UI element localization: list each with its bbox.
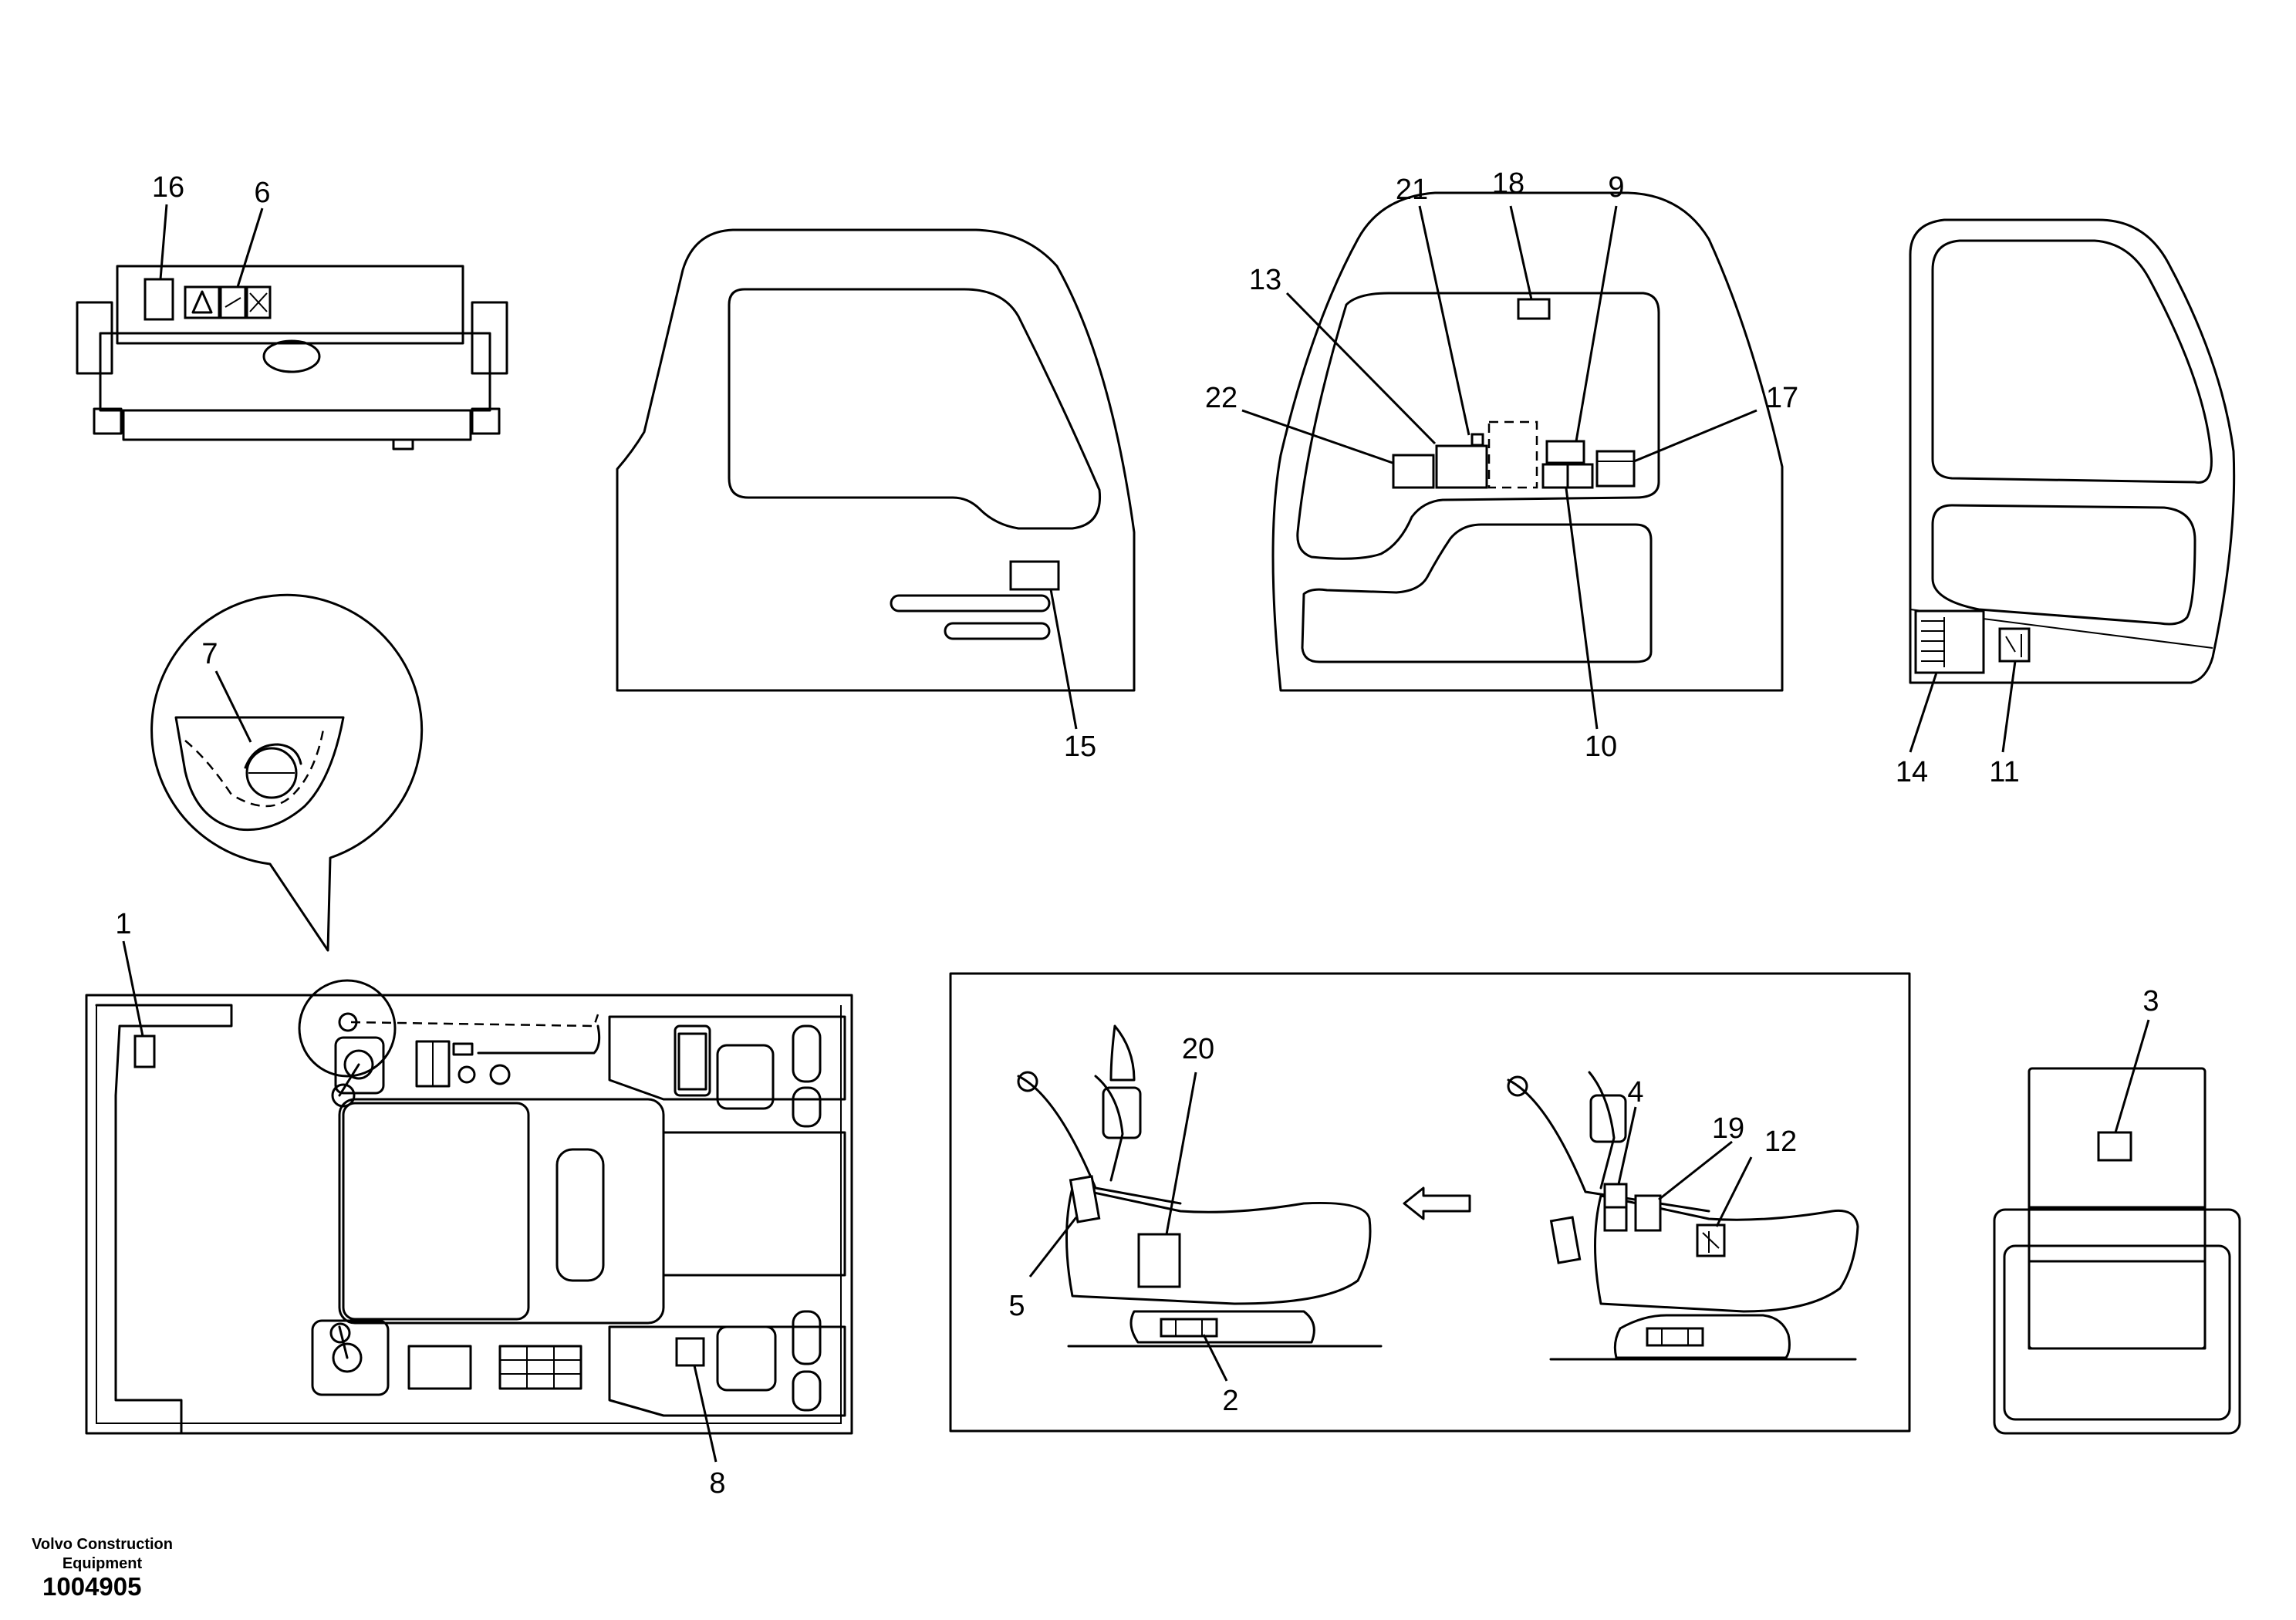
leader-lines [122, 204, 2150, 1463]
decal-20-box [1137, 1233, 1181, 1288]
callout-16: 16 [152, 171, 184, 204]
company-name: Volvo Construction Equipment [15, 1535, 189, 1574]
callout-12: 12 [1764, 1126, 1797, 1158]
decal-16-box [144, 278, 174, 321]
callout-14: 14 [1896, 756, 1928, 788]
callout-20: 20 [1182, 1033, 1214, 1065]
decal-8-box [675, 1337, 705, 1367]
callout-4: 4 [1627, 1076, 1643, 1109]
callout-22: 22 [1205, 382, 1237, 414]
callout-3: 3 [2142, 985, 2159, 1018]
callout-17: 17 [1766, 382, 1798, 414]
callout-10: 10 [1585, 731, 1617, 763]
decal-2-box [1160, 1318, 1218, 1338]
callout-5: 5 [1008, 1290, 1025, 1322]
decal-13-box [1435, 444, 1488, 489]
decal-10-box-b [1566, 463, 1594, 489]
callout-19: 19 [1712, 1112, 1744, 1145]
company-line-1: Volvo Construction [32, 1536, 173, 1553]
decal-15-box [1009, 560, 1060, 591]
callout-labels: 16 6 7 1 8 15 21 18 9 13 22 17 10 14 11 … [115, 167, 2159, 1500]
decal-seat-base-box [1646, 1327, 1704, 1347]
decal-4-box-b [1603, 1206, 1628, 1232]
cab-floor-plan [85, 979, 853, 1435]
callout-2: 2 [1222, 1385, 1238, 1417]
callout-1: 1 [115, 908, 131, 940]
seat-back-view [1993, 1067, 2241, 1435]
decal-21-box [1470, 433, 1484, 447]
decal-4-box-a [1603, 1183, 1628, 1209]
decal-18-box [1517, 298, 1551, 320]
decal-1-box [133, 1034, 156, 1068]
callout-18: 18 [1492, 167, 1524, 200]
decal-22-box [1392, 454, 1435, 489]
company-line-2: Equipment [62, 1555, 143, 1572]
decal-9-box [1545, 440, 1585, 464]
decal-3-box [2097, 1131, 2132, 1162]
decal-old-seat-box [1549, 1216, 1582, 1264]
callout-6: 6 [254, 177, 270, 209]
decal-5-box [1069, 1175, 1101, 1223]
callout-11: 11 [1989, 756, 2019, 788]
callout-13: 13 [1249, 264, 1281, 296]
callout-9: 9 [1608, 171, 1624, 204]
decal-19-box [1634, 1194, 1662, 1232]
cab-door-view [1909, 218, 2236, 684]
callout-21: 21 [1396, 174, 1428, 206]
callout-15: 15 [1064, 731, 1096, 763]
callout-7: 7 [201, 638, 218, 670]
decal-17-box [1595, 450, 1636, 488]
drawing-number: 1004905 [42, 1572, 142, 1601]
seat-comparison-panel [949, 972, 1911, 1433]
detail-circle-view [150, 593, 424, 952]
cab-interior-view [1271, 191, 1784, 692]
decal-11-box [1998, 627, 2031, 663]
callout-8: 8 [709, 1467, 725, 1500]
decal-10-box-a [1541, 463, 1569, 489]
cab-side-view-left [616, 228, 1136, 692]
control-panel-view [76, 265, 508, 451]
